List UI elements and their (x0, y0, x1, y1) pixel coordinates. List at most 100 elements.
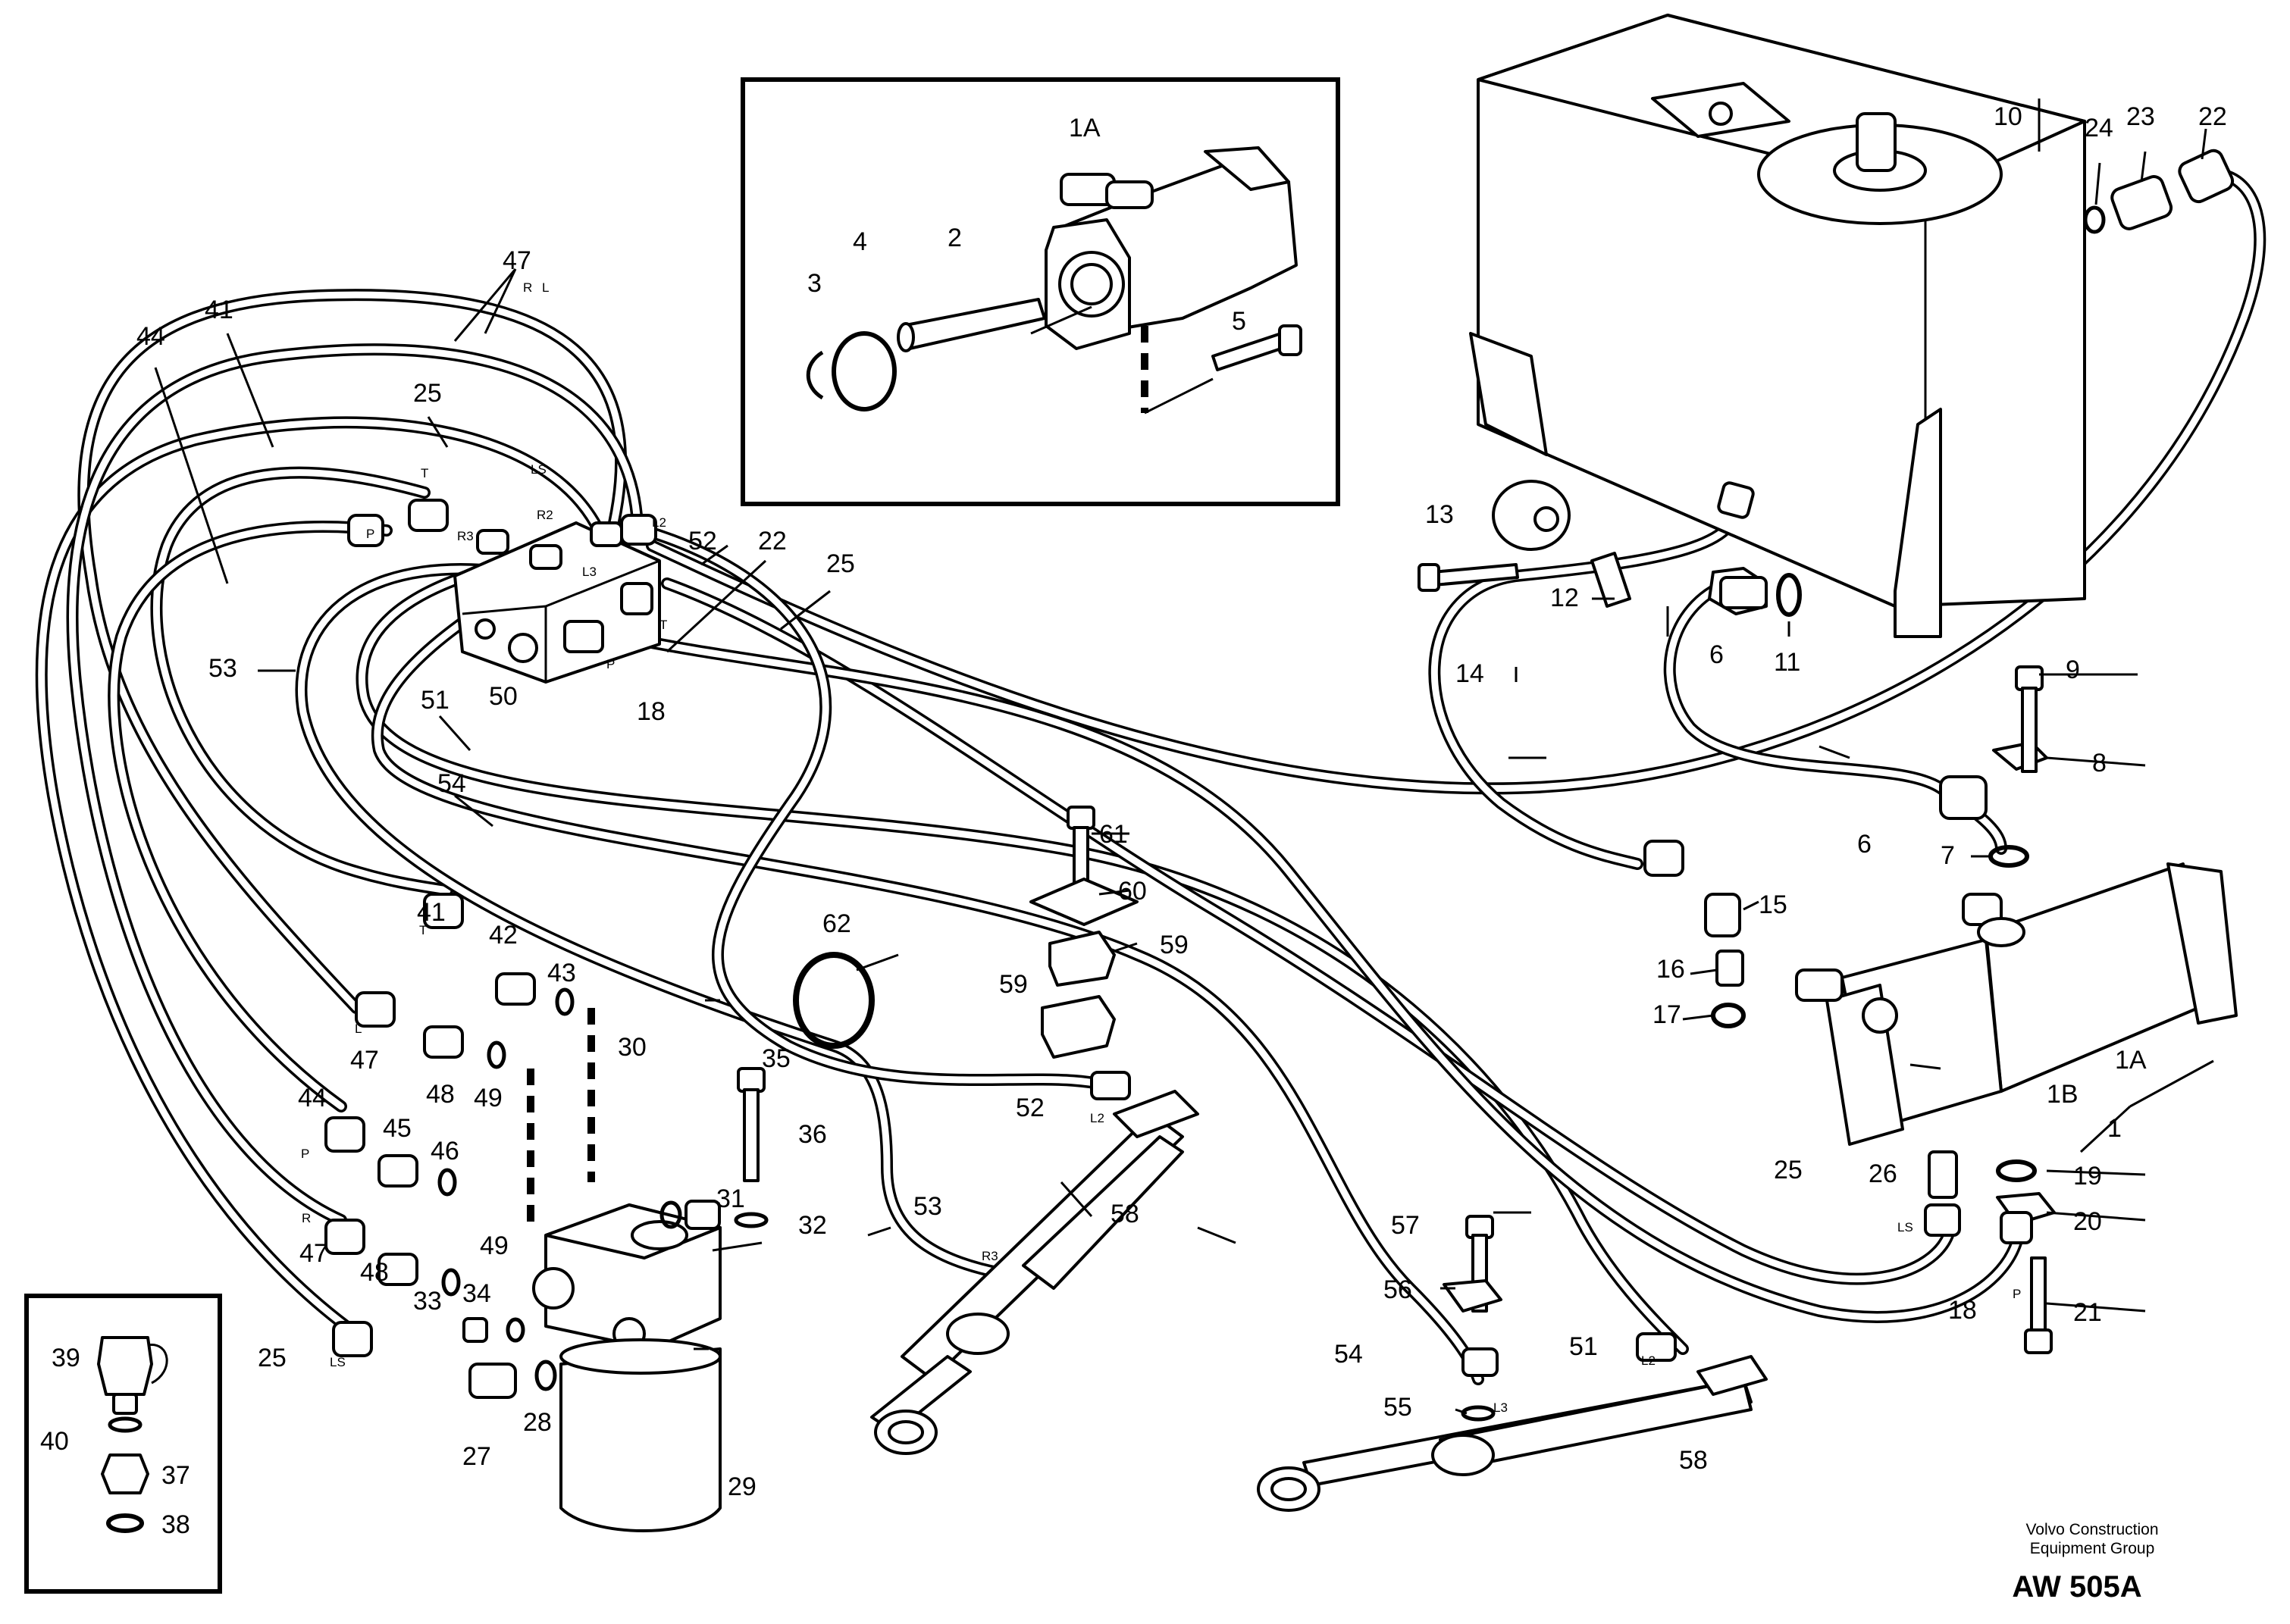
label-16: 16 (1656, 955, 1685, 984)
port-l2-valve: L2 (652, 515, 666, 530)
hose-end-22 (2178, 149, 2235, 204)
label-21: 21 (2073, 1298, 2102, 1327)
adapter-23 (2110, 175, 2173, 230)
label-51: 50 (489, 682, 518, 711)
o-ring-29 (534, 1360, 557, 1391)
clamp-half-60-upper (1048, 931, 1116, 987)
hose-45 (108, 521, 393, 1112)
nut-38 (101, 1453, 149, 1494)
pump-fittings (1643, 665, 2056, 1354)
label-25-center: 25 (826, 549, 855, 578)
port-l3-valve: L3 (582, 565, 597, 579)
hose-52 (356, 547, 1689, 1355)
hose-clamp (793, 806, 1139, 1059)
o-ring-11 (1776, 573, 1802, 617)
label-5: 5 (1232, 307, 1246, 336)
port-t-top: T (421, 466, 428, 480)
bolt-9 (2015, 665, 2044, 773)
o-ring-47 (437, 1168, 457, 1197)
publisher-line-1: Volvo Construction (2025, 1521, 2158, 1538)
label-55-left: 54 (437, 769, 466, 798)
elbow-6 (1939, 775, 1988, 820)
label-30: 29 (728, 1472, 757, 1501)
hose-end-45-p (347, 514, 384, 547)
flange-8 (1992, 741, 2048, 771)
label-22-center: 22 (758, 527, 787, 555)
label-1a: 1A (2115, 1046, 2147, 1075)
port-l3-lower: L3 (1493, 1400, 1508, 1415)
adapter-49 (423, 1025, 464, 1059)
label-1b: 1B (2047, 1080, 2079, 1109)
label-40: 39 (52, 1344, 80, 1372)
port-l-48: L (355, 1022, 362, 1036)
port-p-45: P (301, 1147, 309, 1161)
flange-57 (1443, 1279, 1502, 1313)
label-3: 3 (807, 269, 822, 298)
hose-48-r (66, 343, 643, 1226)
label-58: 57 (1391, 1211, 1420, 1240)
label-48-top: 47 (503, 246, 531, 275)
port-t-42: T (419, 923, 427, 937)
o-ring-17 (1711, 1003, 1746, 1028)
hose-group-center (295, 168, 2267, 1385)
label-25-right: 25 (1774, 1156, 1803, 1184)
label-14: 14 (1455, 659, 1484, 688)
filter-30 (559, 1338, 722, 1532)
label-22-tank: 22 (2198, 102, 2227, 131)
label-48-r: 47 (299, 1239, 328, 1268)
label-48-l: 47 (350, 1046, 379, 1075)
label-60-lower: 59 (999, 970, 1028, 999)
inset-test-coupling (24, 1294, 222, 1594)
hose-end-25 (1924, 1203, 1961, 1237)
adapter-49-b (377, 1253, 418, 1286)
label-18-right: 18 (1948, 1296, 1977, 1325)
hose-end-42 (423, 893, 464, 929)
test-coupling-40 (97, 1336, 168, 1415)
port-p-pump: P (2013, 1287, 2021, 1301)
band-clamp-63 (793, 952, 875, 1049)
label-27-top: 25 (413, 379, 442, 408)
o-ring-24 (2083, 205, 2106, 234)
port-ls-27: LS (330, 1355, 346, 1369)
adapter-16 (1715, 950, 1744, 987)
port-r3: R3 (457, 529, 474, 543)
label-10: 10 (1994, 102, 2022, 131)
label-50-b: 49 (480, 1231, 509, 1260)
port-ls-top: LS (531, 462, 547, 477)
plate-61 (1029, 878, 1139, 926)
washer-39 (106, 1513, 144, 1533)
hose-42 (150, 466, 453, 896)
label-52-left: 51 (421, 686, 450, 715)
label-35: 34 (462, 1279, 491, 1308)
bolt-58 (1465, 1215, 1494, 1313)
port-r-top: R (523, 280, 532, 295)
adapter-46 (377, 1154, 418, 1187)
hose-end-27 (332, 1321, 373, 1357)
label-6-tank: 6 (1709, 640, 1724, 669)
o-ring-50-b (441, 1268, 461, 1297)
label-36: 35 (762, 1044, 791, 1073)
label-20: 20 (2073, 1207, 2102, 1236)
hose-18 (616, 631, 2022, 1323)
port-l2-lower: L2 (1641, 1353, 1656, 1368)
port-p-top: P (366, 527, 374, 541)
hose-end-45 (324, 1116, 365, 1153)
port-p-valve: P (606, 657, 615, 671)
shaft-2 (897, 298, 1046, 352)
bolt-21 (2024, 1256, 2053, 1354)
label-60-upper: 59 (1160, 931, 1189, 959)
label-8: 8 (2092, 749, 2107, 778)
label-45: 44 (298, 1084, 327, 1112)
label-52: 51 (1569, 1332, 1598, 1361)
inset-frame-2 (24, 1294, 222, 1594)
label-37: 36 (798, 1120, 827, 1149)
label-34: 33 (413, 1287, 442, 1316)
label-50: 49 (474, 1084, 503, 1112)
hose-55 (371, 540, 1484, 1385)
clamp-half-60-lower (1041, 995, 1116, 1059)
label-7: 7 (1941, 841, 1955, 870)
hose-54 (295, 563, 1007, 1279)
port-markings: R L LS T P R2 R3 L2 L3 T P T L P R LS L2… (301, 280, 2021, 1415)
hose-bundle (35, 289, 643, 1340)
label-24: 24 (2085, 114, 2113, 142)
